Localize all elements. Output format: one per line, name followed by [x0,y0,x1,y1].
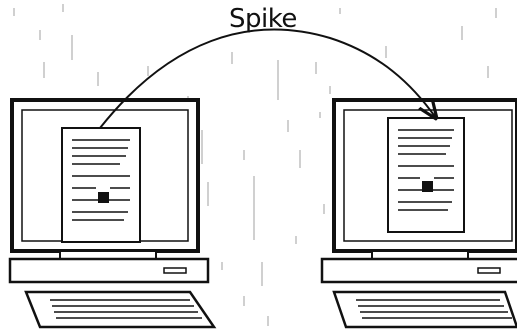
left-base-unit [8,257,210,284]
left-keyboard [24,290,217,329]
spike-transfer-arrow [99,28,436,129]
right-keyboard [332,290,517,329]
left-computer [8,98,217,329]
left-document-marker [98,192,109,203]
right-document-marker [422,181,433,192]
left-document [61,127,141,243]
right-document [387,117,465,233]
right-base-unit [320,257,517,284]
spike-label: Spike [229,4,297,34]
